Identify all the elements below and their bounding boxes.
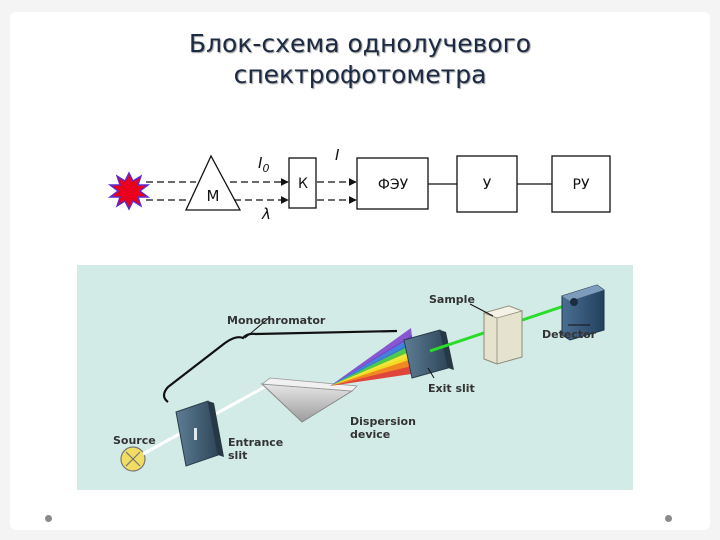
detector-label: ФЭУ [378, 177, 409, 193]
intensity-in-symbol: I [258, 154, 263, 172]
exit-slit-text: Exit slit [428, 382, 475, 395]
entrance-slit-text-line-2: slit [228, 449, 247, 462]
dispersion-text-line-2: device [350, 428, 390, 441]
cuvette-block [288, 157, 317, 209]
intensity-in-label: I0 [258, 154, 269, 175]
detector-box-top [562, 285, 604, 301]
spectrum-violet [330, 328, 412, 386]
detector-block [356, 157, 429, 210]
source-text: Source [113, 434, 156, 447]
intensity-in-subscript: 0 [262, 162, 269, 175]
monochromator-pointer [244, 316, 271, 339]
light-bulb-filament [125, 451, 141, 467]
slide-corner-dot-left [45, 515, 52, 522]
recorder-label: РУ [573, 177, 590, 193]
entrance-slit-opening [194, 428, 197, 440]
entrance-slit-text-line-1: Entrance [228, 436, 283, 449]
dispersion-text-line-1: Dispersion [350, 415, 416, 428]
spectrophotometer-illustration: Monochromator Sample Detector Exit slit … [77, 265, 633, 490]
amplifier-label: У [483, 177, 492, 193]
monochromator-label: М [207, 187, 220, 205]
intensity-out-label: I [335, 146, 340, 164]
block-diagram: М I0 λ К I ФЭУ У РУ [107, 146, 611, 223]
title-line-1: Блок-схема однолучевого [188, 29, 532, 58]
exit-slit-pointer [427, 367, 435, 379]
recorder-block [551, 155, 611, 213]
exit-slit-side [440, 330, 454, 370]
dispersion-prism-top [260, 377, 358, 392]
cuvette-label: К [298, 176, 308, 192]
wavelength-label: λ [261, 205, 271, 223]
entrance-slit-side [208, 401, 224, 457]
monochromator-text: Monochromator [227, 314, 326, 327]
monochromator-prism [184, 154, 242, 211]
sample-text: Sample [429, 293, 475, 306]
detector-aperture [570, 298, 578, 306]
light-source-icon [107, 171, 151, 211]
title-line-2: спектрофотометра [233, 60, 487, 89]
slide-title: Блок-схема однолучевого спектрофотометра [0, 28, 720, 90]
slide-corner-dot-right [665, 515, 672, 522]
sample-pointer [469, 303, 494, 317]
detector-text: Detector [542, 328, 597, 341]
